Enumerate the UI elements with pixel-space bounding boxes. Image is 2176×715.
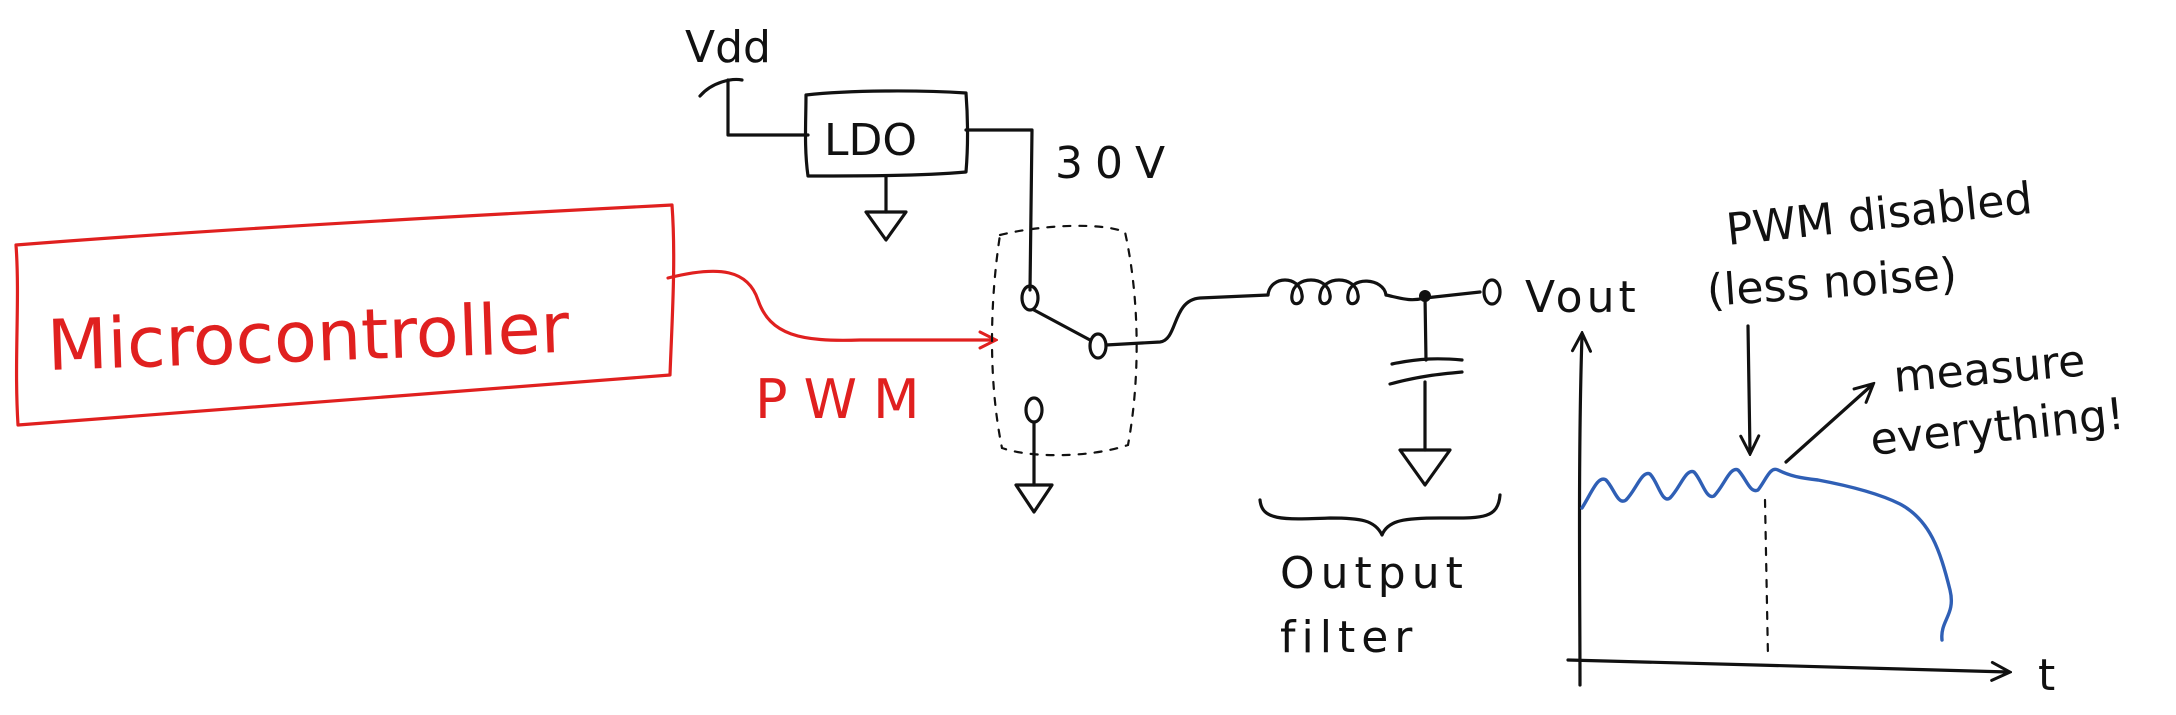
inductor-to-node-wire <box>1384 290 1482 302</box>
supply-section: Vdd LDO 30V <box>685 22 1177 292</box>
vout-label: Vout <box>1525 272 1640 323</box>
ldo-box <box>803 89 970 178</box>
pwm-signal: PWM <box>666 269 994 431</box>
measure-arrow <box>1784 385 1872 464</box>
ldo-ground-icon <box>864 174 908 242</box>
pwm-arrow <box>666 269 994 340</box>
y-axis <box>1580 335 1583 687</box>
ldo-label: LDO <box>824 115 917 166</box>
ldo-output-voltage: 30V <box>1055 138 1177 189</box>
cap-ground-icon <box>1398 448 1452 487</box>
x-axis <box>1566 658 2008 672</box>
switch-top-contact <box>1020 284 1040 312</box>
vout-waveform-sketch: t PWM disabled (less noise) measure ever… <box>1566 173 2127 701</box>
pwm-disabled-label-line1: PWM disabled <box>1724 173 2035 256</box>
measure-label-line1: measure <box>1892 335 2088 403</box>
capacitor-icon <box>1388 294 1464 452</box>
switch-enclosure <box>990 224 1138 457</box>
microcontroller-block: Microcontroller <box>14 203 676 427</box>
switch-ground-icon <box>1014 420 1054 514</box>
microcontroller-label: Microcontroller <box>46 287 571 387</box>
pwm-disabled-label-line2: (less noise) <box>1705 249 1958 317</box>
switch-output-wire <box>1104 293 1270 347</box>
output-filter: Vout Output filter <box>1258 272 1640 663</box>
inductor-icon <box>1266 278 1388 306</box>
t-axis-label: t <box>2038 650 2055 701</box>
microcontroller-box <box>14 203 676 427</box>
vout-trace <box>1580 467 1953 642</box>
ldo-output-wire <box>964 128 1034 292</box>
pwm-disabled-marker-line <box>1763 498 1770 660</box>
switch-common-contact <box>1088 332 1108 360</box>
pwm-label: PWM <box>755 368 936 431</box>
spdt-switch-icon <box>990 224 1270 514</box>
switch-blade <box>1032 308 1092 342</box>
vdd-terminal <box>698 77 810 137</box>
pwm-disabled-arrow <box>1748 324 1750 452</box>
vdd-label: Vdd <box>685 22 771 73</box>
output-filter-brace <box>1258 493 1502 537</box>
vout-terminal <box>1482 278 1502 306</box>
output-filter-label-line1: Output <box>1280 548 1469 599</box>
output-filter-label-line2: filter <box>1280 612 1418 663</box>
switch-bottom-contact <box>1024 396 1044 424</box>
